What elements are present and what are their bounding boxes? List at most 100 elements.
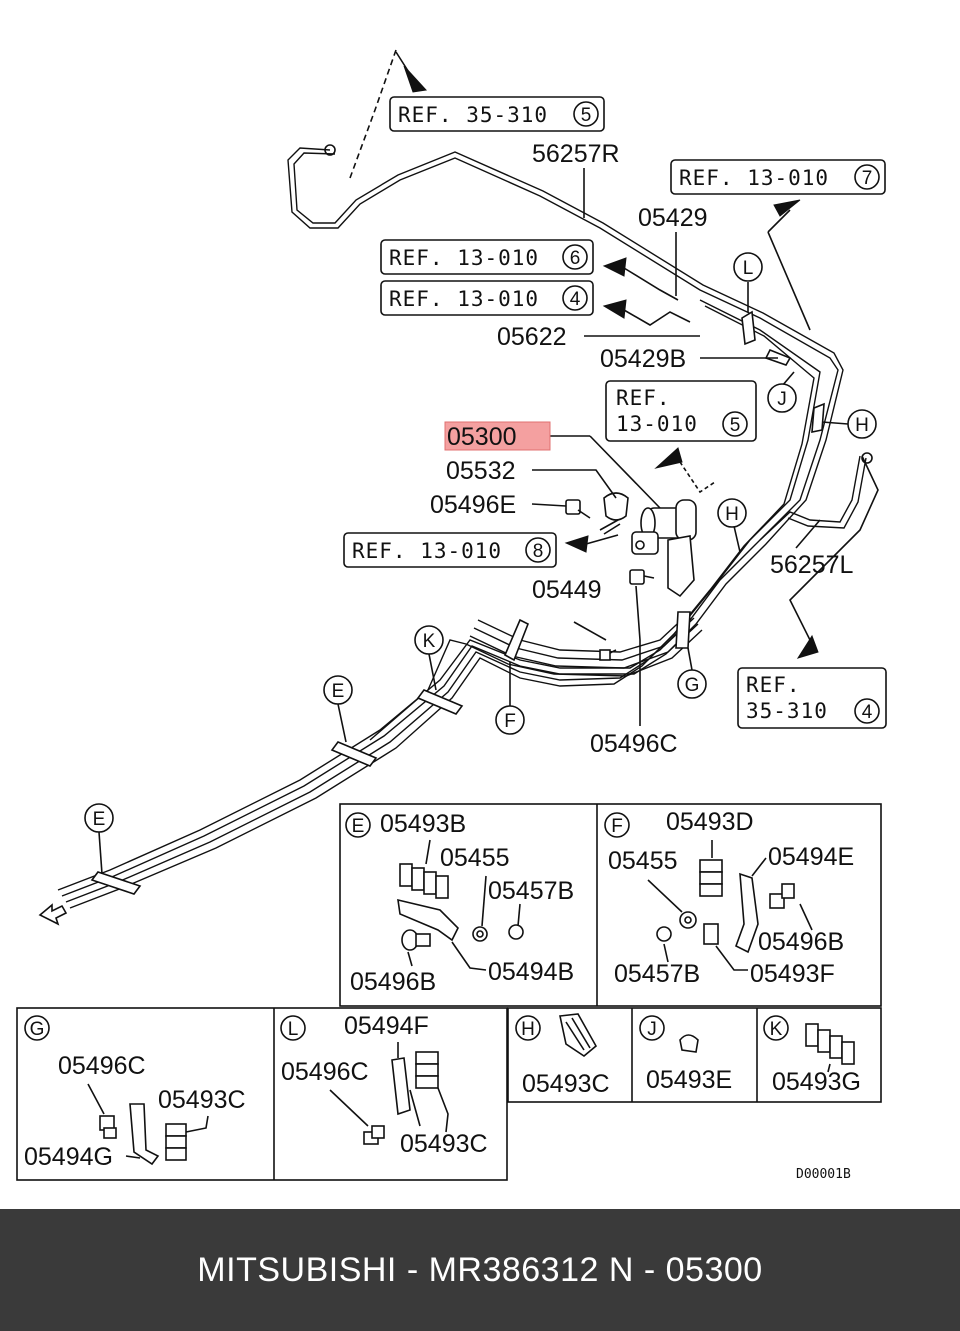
callout-L[interactable]: L: [733, 252, 763, 282]
front-arrow-icon: [38, 903, 68, 926]
callout-E-upper[interactable]: E: [323, 675, 353, 705]
label-05622[interactable]: 05622: [497, 323, 567, 351]
svg-text:05496C: 05496C: [281, 1058, 369, 1086]
ref-box-13-010-5[interactable]: REF. 13-010 5: [605, 380, 757, 442]
svg-text:05493C: 05493C: [400, 1130, 488, 1158]
svg-text:6: 6: [570, 248, 581, 269]
part-05496E[interactable]: [565, 499, 591, 519]
callout-K[interactable]: K: [414, 625, 444, 655]
svg-text:4: 4: [862, 702, 873, 723]
svg-text:REF. 13-010: REF. 13-010: [679, 166, 829, 190]
svg-text:F: F: [611, 816, 623, 837]
label-56257R[interactable]: 56257R: [532, 140, 620, 168]
detail-F[interactable]: F 05493D 05455 05494E 05496B 05457B 0549…: [604, 808, 854, 988]
svg-text:REF. 13-010: REF. 13-010: [389, 246, 539, 270]
drawing-code: D00001B: [796, 1167, 851, 1182]
detail-panels: [16, 803, 882, 1181]
svg-text:13-010: 13-010: [616, 412, 698, 436]
label-05429B[interactable]: 05429B: [600, 345, 686, 373]
svg-text:REF.: REF.: [746, 673, 801, 697]
callout-E-lower[interactable]: E: [84, 803, 114, 833]
pipe-clips: [90, 310, 825, 895]
label-05496C[interactable]: 05496C: [590, 730, 678, 758]
ref-box-13-010-6[interactable]: REF. 13-010 6: [380, 239, 594, 275]
footer-text: MITSUBISHI - MR386312 N - 05300: [197, 1250, 763, 1289]
ref-box-35-310-4[interactable]: REF. 35-310 4: [737, 667, 887, 729]
label-05532[interactable]: 05532: [446, 457, 516, 485]
part-05449[interactable]: [599, 569, 655, 661]
svg-text:7: 7: [862, 168, 873, 189]
part-labels: 56257R 05429 05622 05429B 05300 05532 05…: [430, 140, 854, 758]
svg-text:K: K: [770, 1019, 783, 1040]
svg-text:E: E: [332, 681, 345, 702]
svg-text:REF. 13-010: REF. 13-010: [389, 287, 539, 311]
svg-text:J: J: [647, 1019, 657, 1040]
svg-text:35-310: 35-310: [746, 699, 828, 723]
svg-text:L: L: [743, 258, 754, 279]
svg-text:05457B: 05457B: [488, 877, 574, 905]
svg-text:05493F: 05493F: [750, 960, 835, 988]
svg-text:05455: 05455: [608, 847, 678, 875]
highlight-05300: [444, 421, 551, 451]
ref-box-13-010-8[interactable]: REF. 13-010 8: [343, 532, 557, 568]
svg-text:05494G: 05494G: [24, 1143, 113, 1171]
svg-text:H: H: [855, 415, 869, 436]
svg-text:G: G: [30, 1019, 45, 1040]
detail-L[interactable]: L 05494F 05496C 05493C: [280, 1012, 488, 1158]
detail-G[interactable]: G 05496C 05493C 05494G: [24, 1015, 246, 1171]
part-05532[interactable]: [599, 492, 629, 535]
label-05429[interactable]: 05429: [638, 204, 708, 232]
callout-circles: L J H H K E F G E: [84, 252, 877, 833]
ref-box-13-010-7[interactable]: REF. 13-010 7: [670, 159, 886, 195]
svg-text:05455: 05455: [440, 844, 510, 872]
svg-text:05496B: 05496B: [758, 928, 844, 956]
callout-H-upper[interactable]: H: [847, 409, 877, 439]
svg-text:05493C: 05493C: [158, 1086, 246, 1114]
callout-J[interactable]: J: [767, 383, 797, 413]
svg-text:5: 5: [730, 415, 741, 436]
ref-box-35-310-5[interactable]: REF. 35-310 5: [389, 96, 605, 132]
callout-H-lower[interactable]: H: [717, 498, 747, 528]
parts-diagram: REF. 35-310 5 REF. 13-010 7 REF. 13-010 …: [16, 49, 887, 1182]
svg-text:REF. 13-010: REF. 13-010: [352, 539, 502, 563]
svg-text:E: E: [93, 809, 106, 830]
valve-assembly-05300[interactable]: [631, 499, 697, 598]
callout-G[interactable]: G: [677, 669, 707, 699]
label-05496E[interactable]: 05496E: [430, 491, 516, 519]
svg-text:05493G: 05493G: [772, 1068, 861, 1096]
svg-text:H: H: [521, 1019, 535, 1040]
ref-box-13-010-4[interactable]: REF. 13-010 4: [380, 280, 594, 316]
svg-text:05496C: 05496C: [58, 1052, 146, 1080]
svg-text:05493D: 05493D: [666, 808, 754, 836]
detail-J[interactable]: J 05493E: [639, 1015, 732, 1094]
svg-text:REF.: REF.: [616, 386, 671, 410]
svg-text:REF. 35-310: REF. 35-310: [398, 103, 548, 127]
svg-text:G: G: [685, 675, 700, 696]
detail-K[interactable]: K 05493G: [763, 1015, 861, 1096]
label-05300[interactable]: 05300: [447, 423, 517, 451]
svg-text:H: H: [725, 504, 739, 525]
svg-text:5: 5: [581, 105, 592, 126]
svg-text:05494F: 05494F: [344, 1012, 429, 1040]
svg-text:05494B: 05494B: [488, 958, 574, 986]
svg-text:4: 4: [570, 289, 581, 310]
svg-text:05494E: 05494E: [768, 843, 854, 871]
svg-text:8: 8: [533, 541, 544, 562]
detail-E[interactable]: E 05493B 05455 05457B 05496B 05494B: [345, 810, 574, 996]
svg-text:05496B: 05496B: [350, 968, 436, 996]
svg-text:L: L: [288, 1019, 299, 1040]
footer-bar: MITSUBISHI - MR386312 N - 05300: [0, 1209, 960, 1331]
ref-arrows: [349, 49, 879, 659]
label-56257L[interactable]: 56257L: [770, 551, 854, 579]
detail-H[interactable]: H 05493C: [515, 1013, 610, 1098]
label-05449[interactable]: 05449: [532, 576, 602, 604]
leader-lines: [98, 168, 849, 875]
svg-text:F: F: [504, 711, 516, 732]
svg-text:K: K: [423, 631, 436, 652]
svg-text:E: E: [352, 816, 365, 837]
svg-text:05457B: 05457B: [614, 960, 700, 988]
svg-text:J: J: [777, 389, 787, 410]
svg-text:05493C: 05493C: [522, 1070, 610, 1098]
svg-text:05493E: 05493E: [646, 1066, 732, 1094]
callout-F[interactable]: F: [495, 705, 525, 735]
